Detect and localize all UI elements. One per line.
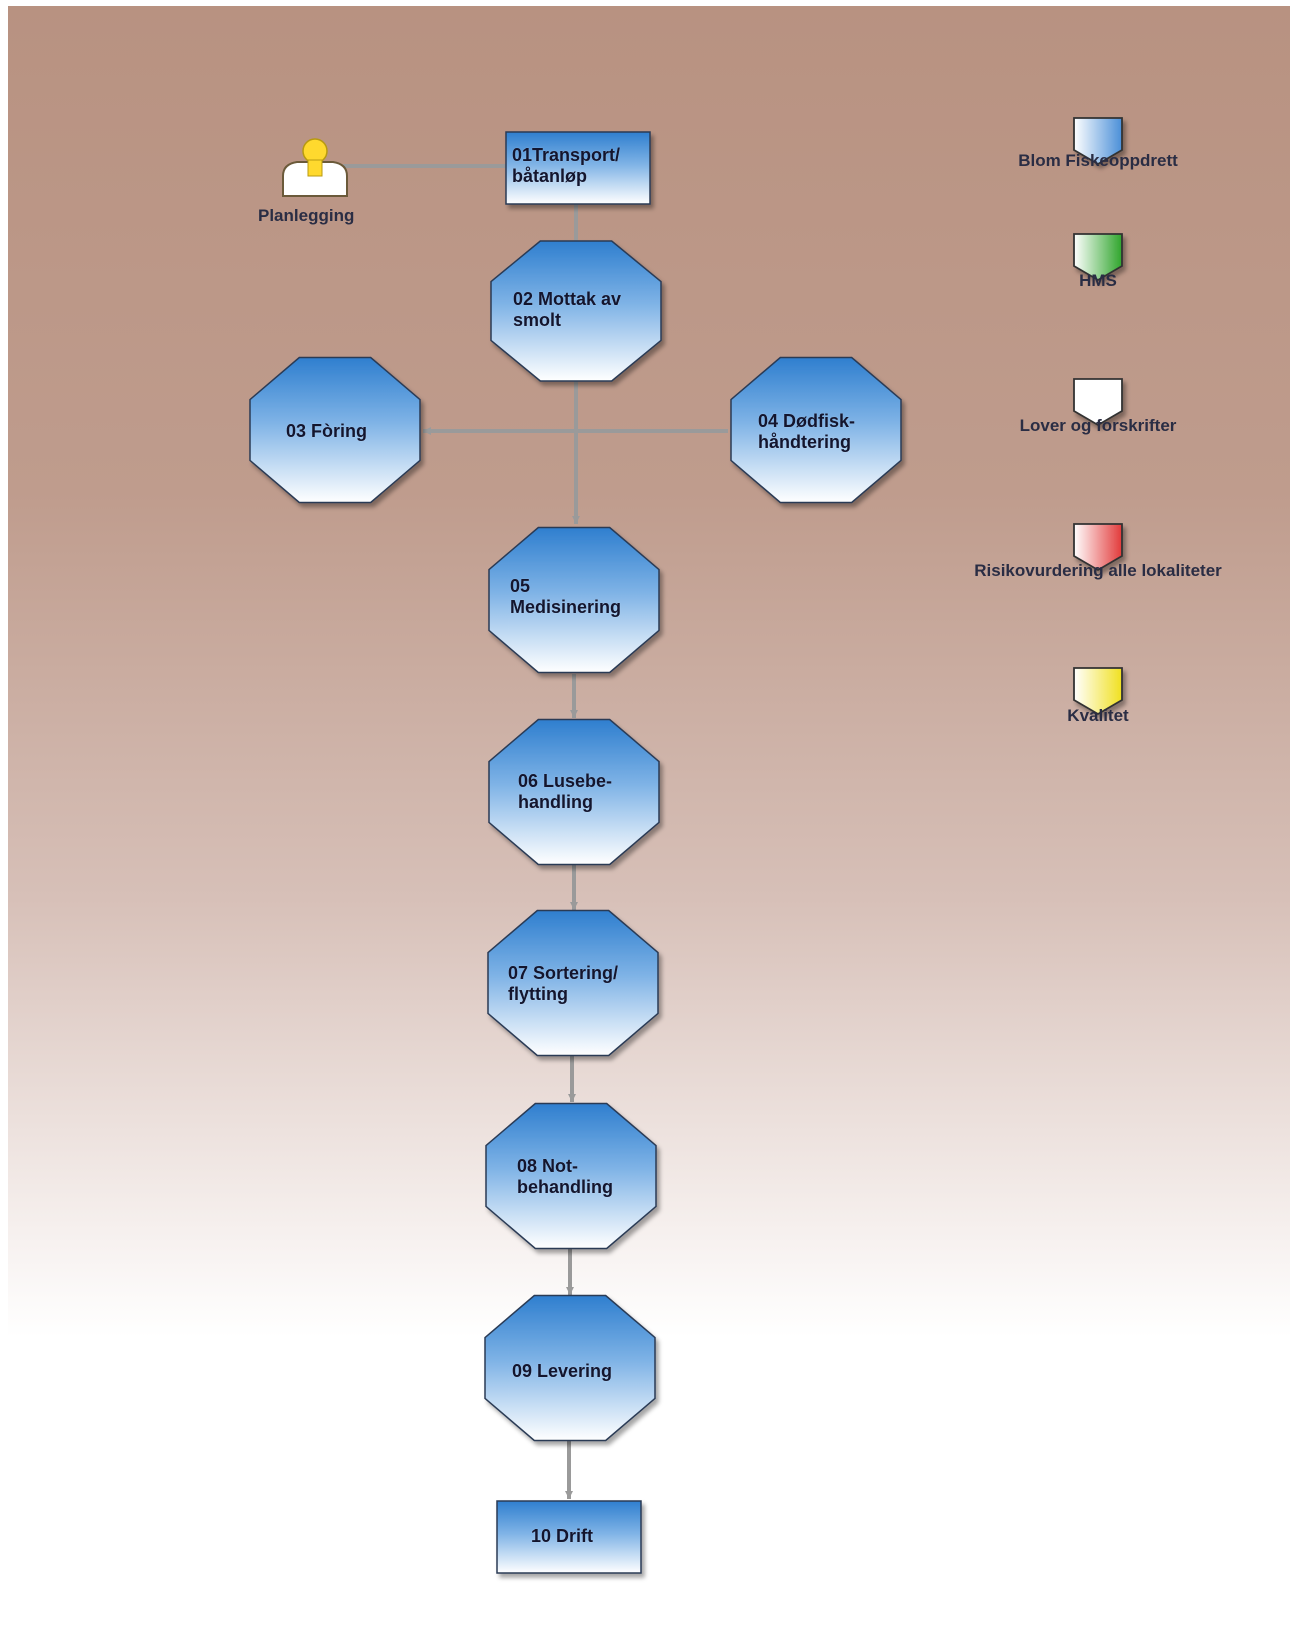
legend-label-risiko: Risikovurdering alle lokaliteter	[974, 561, 1222, 580]
node-label-02: 02 Mottak av smolt	[513, 289, 622, 330]
legend-shield-icon	[1073, 233, 1123, 282]
legend-label-blom: Blom Fiskeoppdrett	[1018, 151, 1178, 170]
legend-label-hms: HMS	[1079, 271, 1117, 290]
node-label-09: 09 Levering	[512, 1361, 613, 1381]
node-label-08: 08 Not- behandling	[517, 1156, 613, 1197]
process-node-06[interactable]	[488, 718, 660, 866]
node-label-04: 04 Dødfisk- håndtering	[758, 411, 856, 452]
legend-shield-icon	[1073, 378, 1123, 427]
process-node-10[interactable]	[496, 1500, 642, 1574]
legend-label-lover: Lover og forskrifter	[1019, 416, 1177, 435]
legend-label-kvalitet: Kvalitet	[1067, 706, 1129, 725]
node-label-06: 06 Lusebe- handling	[518, 771, 613, 812]
person-icon	[282, 138, 348, 197]
process-node-04[interactable]	[730, 356, 902, 504]
connectors	[343, 164, 728, 1499]
actor-label: Planlegging	[258, 206, 355, 225]
node-label-01: 01Transport/ båtanløp	[512, 145, 621, 186]
node-label-05: 05 Medisinering	[510, 576, 622, 617]
process-node-05[interactable]	[488, 526, 660, 674]
process-node-07[interactable]	[487, 909, 659, 1057]
legend-shield-icon	[1073, 523, 1123, 572]
node-label-03: 03 Fòring	[286, 421, 368, 441]
process-node-01[interactable]	[505, 131, 651, 205]
process-diagram	[249, 117, 1123, 1574]
node-label-07: 07 Sortering/ flytting	[508, 963, 619, 1004]
diagram-canvas: Planlegging 01Transport/ båtanløp 02 Mot…	[8, 6, 1290, 1629]
process-node-08[interactable]	[485, 1102, 657, 1250]
process-node-02[interactable]	[490, 240, 662, 382]
process-nodes	[249, 131, 902, 1574]
legend-shield-icon	[1073, 117, 1123, 166]
node-label-10: 10 Drift	[531, 1526, 594, 1546]
legend	[1073, 117, 1123, 716]
process-node-03[interactable]	[249, 356, 421, 504]
process-node-09[interactable]	[484, 1294, 656, 1442]
legend-shield-icon	[1073, 667, 1123, 716]
